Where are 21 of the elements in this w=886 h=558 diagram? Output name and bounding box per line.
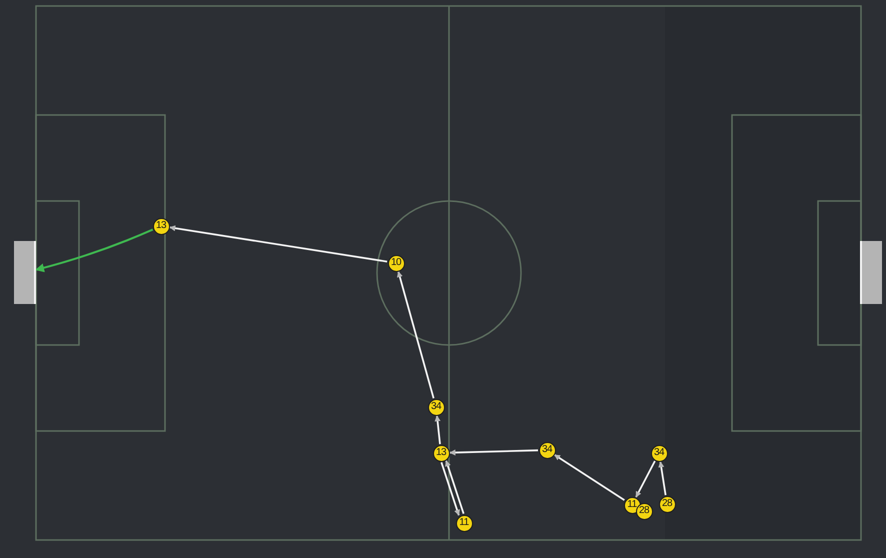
player-marker: 13 — [152, 218, 170, 234]
shot-arrow — [35, 228, 154, 272]
goal — [14, 241, 36, 304]
player-marker: 34 — [538, 442, 556, 458]
pass-arrow — [635, 460, 656, 498]
player-marker: 34 — [650, 444, 668, 462]
player-marker: 11 — [624, 496, 640, 514]
player-marker: 28 — [636, 502, 652, 520]
pass-arrow — [169, 225, 388, 262]
pass-arrow — [440, 462, 460, 516]
pass-arrow — [445, 460, 464, 514]
player-marker: 10 — [388, 254, 404, 272]
player-marker: 13 — [432, 444, 450, 462]
pass-arrow — [396, 271, 434, 399]
pass-arrow — [658, 461, 666, 496]
pass-arrow — [554, 454, 625, 501]
player-marker: 34 — [428, 398, 444, 416]
player-marker: 28 — [658, 496, 676, 512]
player-marker: 11 — [456, 514, 472, 532]
pass-arrow — [449, 449, 538, 456]
pass-arrow — [434, 415, 441, 444]
